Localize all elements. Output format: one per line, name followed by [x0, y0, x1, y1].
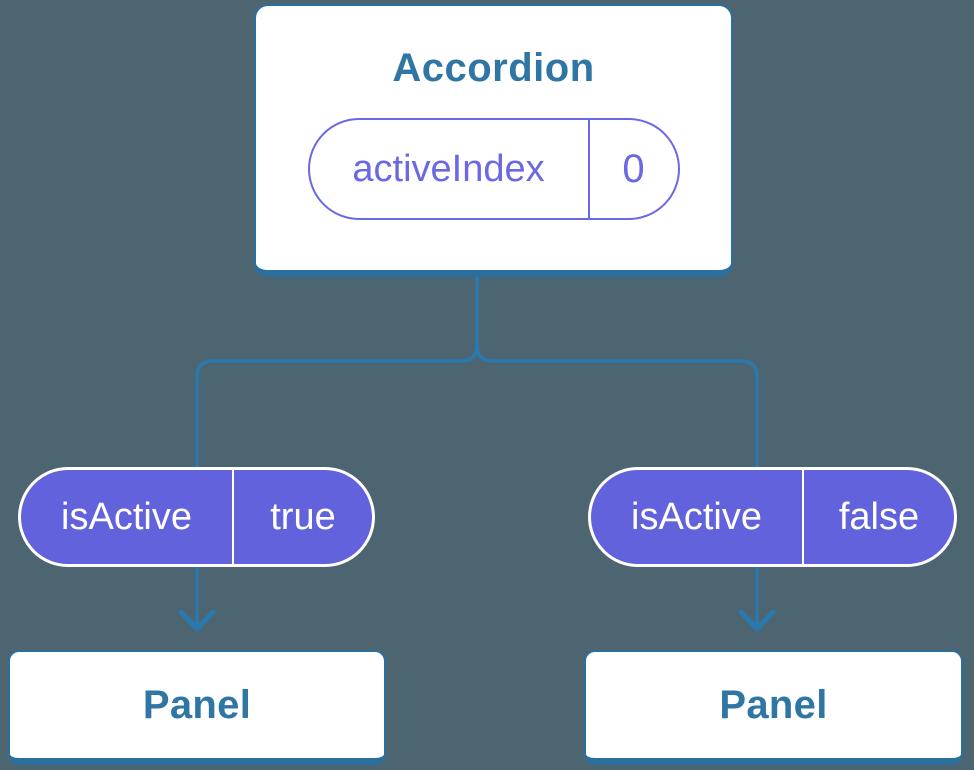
arrowhead-left-icon: [178, 609, 216, 632]
state-pill-value: 0: [622, 146, 645, 191]
panel-component-node-right: Panel: [584, 650, 963, 765]
state-pill-divider: [587, 120, 590, 218]
prop-pill-divider: [802, 470, 804, 564]
accordion-component-node: Accordion activeIndex 0: [254, 4, 733, 277]
prop-pill-divider: [232, 470, 234, 564]
state-pill-activeindex: activeIndex 0: [307, 118, 680, 220]
prop-pill-label: isActive: [631, 495, 762, 538]
state-pill-label: activeIndex: [352, 147, 545, 190]
panel-node-title: Panel: [719, 683, 828, 727]
prop-pill-value: false: [838, 495, 920, 538]
prop-pill-value: true: [270, 495, 336, 538]
arrowhead-right-icon: [738, 609, 776, 632]
prop-pill-label: isActive: [61, 495, 192, 538]
accordion-node-title: Accordion: [392, 46, 595, 90]
connector-left-branch: [195, 269, 479, 626]
prop-pill-isactive-false: isActive false: [588, 467, 957, 567]
panel-node-title: Panel: [142, 683, 252, 727]
connector-right-branch: [475, 269, 759, 626]
panel-component-node-left: Panel: [8, 650, 386, 765]
prop-pill-isactive-true: isActive true: [18, 467, 375, 567]
